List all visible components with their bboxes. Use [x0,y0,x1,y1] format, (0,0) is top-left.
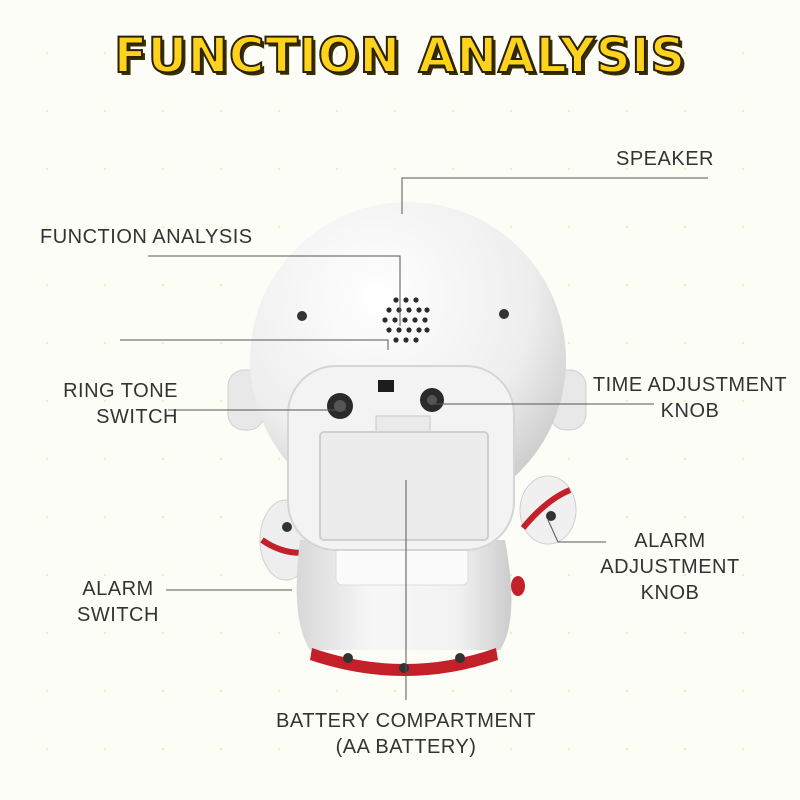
label-line: SWITCH [96,406,178,428]
label-line: KNOB [640,582,700,604]
label-ring-tone-switch: RING TONE SWITCH [60,378,178,430]
speaker-grille [382,297,430,343]
leader-lines [120,177,708,700]
time-adjustment-knob [420,388,444,412]
ring-tone-switch [378,380,394,392]
label-function-analysis: FUNCTION ANALYSIS [40,226,253,248]
label-alarm-adjustment-knob: ALARM ADJUSTMENT KNOB [590,528,750,606]
label-line: ADJUSTMENT [600,556,740,578]
label-speaker: SPEAKER [616,148,714,170]
screw [297,311,307,321]
label-line: ALARM [82,578,154,600]
body [296,540,512,676]
page-title: FUNCTION ANALYSIS [113,27,686,85]
right-arm [511,475,577,596]
label-line: BATTERY COMPARTMENT [276,710,536,732]
label-line: RING TONE [63,380,178,402]
screw [499,309,509,319]
label-battery-compartment: BATTERY COMPARTMENT (AA BATTERY) [256,708,556,760]
label-alarm-switch: ALARM SWITCH [66,576,170,628]
label-line: KNOB [660,400,720,422]
label-time-adjustment-knob: TIME ADJUSTMENT KNOB [590,372,790,424]
label-line: (AA BATTERY) [335,736,477,758]
label-line: SWITCH [77,604,159,626]
ring-tone-knob [327,393,353,419]
label-line: ALARM [634,530,706,552]
battery-compartment [319,415,489,541]
label-line: TIME ADJUSTMENT [592,374,788,396]
